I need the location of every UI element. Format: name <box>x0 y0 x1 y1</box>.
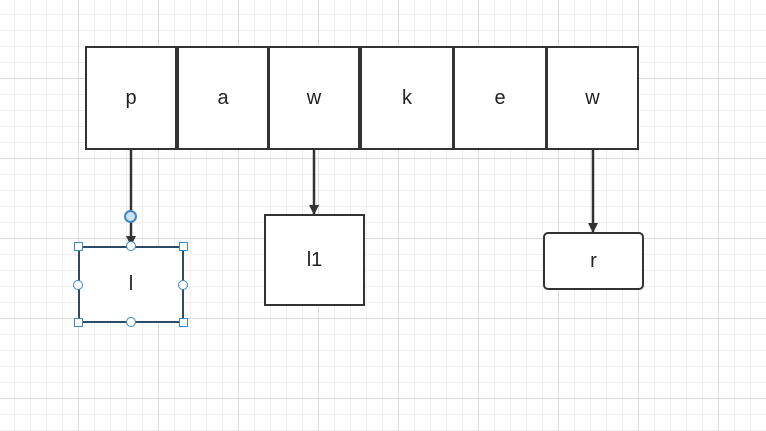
node-r[interactable]: r <box>543 232 644 290</box>
resize-handle-top-right[interactable] <box>179 242 188 251</box>
array-cell-label: p <box>125 86 137 109</box>
resize-handle-bottom-left[interactable] <box>74 318 83 327</box>
array-cell-label: a <box>217 86 229 109</box>
node-r-label: r <box>590 249 597 272</box>
array-cell-3[interactable]: w <box>268 46 360 150</box>
array-cell-4[interactable]: k <box>360 46 454 150</box>
array-cell-label: w <box>585 86 600 109</box>
node-l1-label: l1 <box>306 248 323 271</box>
rotate-handle[interactable] <box>124 210 137 223</box>
node-l[interactable]: l <box>78 246 184 323</box>
resize-handle-left[interactable] <box>73 280 83 290</box>
resize-handle-top[interactable] <box>126 241 136 251</box>
array-cell-label: k <box>402 86 412 109</box>
array-cell-label: e <box>494 86 506 109</box>
node-l1[interactable]: l1 <box>264 214 365 306</box>
resize-handle-bottom-right[interactable] <box>179 318 188 327</box>
array-cell-1[interactable]: p <box>85 46 177 150</box>
array-cell-label: w <box>306 86 322 109</box>
array-cell-6[interactable]: w <box>546 46 639 150</box>
resize-handle-top-left[interactable] <box>74 242 83 251</box>
array-cell-2[interactable]: a <box>177 46 269 150</box>
node-l-label: l <box>128 273 134 295</box>
resize-handle-bottom[interactable] <box>126 317 136 327</box>
resize-handle-right[interactable] <box>178 280 188 290</box>
array-cell-5[interactable]: e <box>453 46 547 150</box>
